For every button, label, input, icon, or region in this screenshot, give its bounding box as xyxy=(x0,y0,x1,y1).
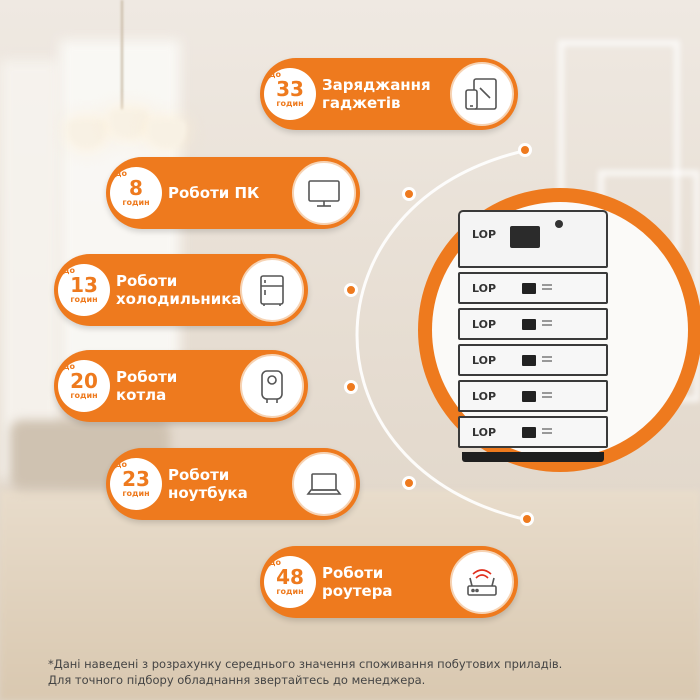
battery-module: LOP xyxy=(458,308,608,340)
battery-stack-image: LOP LOP LOP LOP LOP LOP xyxy=(458,210,608,462)
hours-badge: до 8 годин xyxy=(110,167,162,219)
battery-module: LOP xyxy=(458,344,608,376)
card-label: Роботи ПК xyxy=(168,184,260,202)
battery-module: LOP xyxy=(458,272,608,304)
monitor-icon xyxy=(292,161,356,225)
battery-module: LOP xyxy=(458,380,608,412)
runtime-card-pc: до 8 годин Роботи ПК xyxy=(106,157,360,229)
hours-badge: до 20 годин xyxy=(58,360,110,412)
brand-logo: LOP xyxy=(472,228,497,241)
hours-badge: до 13 годин xyxy=(58,264,110,316)
battery-module: LOP xyxy=(458,416,608,448)
connector-dot xyxy=(520,512,534,526)
hours-badge: до 33 годин xyxy=(264,68,316,120)
hours-badge: до 23 годин xyxy=(110,458,162,510)
battery-control-module: LOP xyxy=(458,210,608,268)
laptop-icon xyxy=(292,452,356,516)
footnote: *Дані наведені з розрахунку середнього з… xyxy=(48,657,563,687)
router-icon xyxy=(450,550,514,614)
hours-badge: до 48 годин xyxy=(264,556,316,608)
tablet-phone-icon xyxy=(450,62,514,126)
fridge-icon xyxy=(240,258,304,322)
connector-dot xyxy=(518,143,532,157)
connector-dot xyxy=(402,476,416,490)
connector-dot xyxy=(344,283,358,297)
connector-dot xyxy=(402,187,416,201)
connector-dot xyxy=(344,380,358,394)
boiler-icon xyxy=(240,354,304,418)
